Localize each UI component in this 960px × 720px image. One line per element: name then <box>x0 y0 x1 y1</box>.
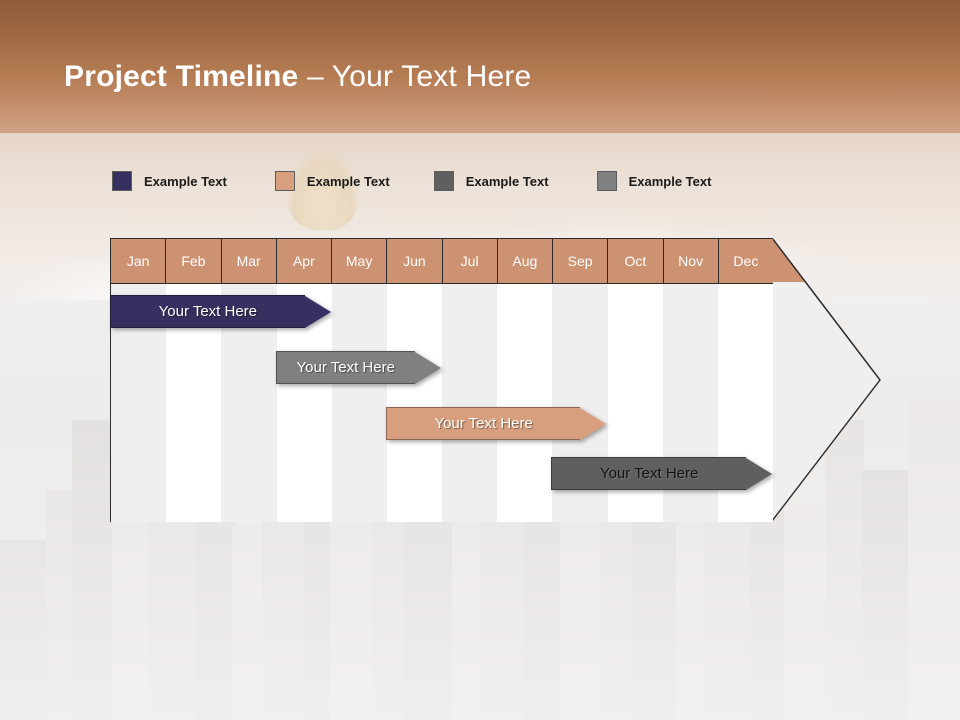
month-header-jun[interactable]: Jun <box>387 239 443 284</box>
task-bar[interactable]: Your Text Here <box>275 351 441 384</box>
month-header-oct[interactable]: Oct <box>608 239 664 284</box>
month-header-sep[interactable]: Sep <box>553 239 609 284</box>
month-column-aug <box>497 284 553 522</box>
task-bar-arrow-tip <box>304 295 331 328</box>
task-bar-label: Your Text Here <box>599 465 699 482</box>
month-header-apr[interactable]: Apr <box>276 239 332 284</box>
page-title: Project Timeline – Your Text Here <box>64 60 531 94</box>
task-bar-arrow-tip <box>580 407 607 440</box>
month-column-jun <box>386 284 443 522</box>
task-bar[interactable]: Your Text Here <box>110 295 331 328</box>
task-bar-body: Your Text Here <box>385 407 581 440</box>
page-title-light: – Your Text Here <box>298 60 532 93</box>
legend: Example Text Example Text Example Text Exam… <box>112 168 711 194</box>
task-bar[interactable]: Your Text Here <box>385 407 607 440</box>
month-header-jul[interactable]: Jul <box>442 239 498 284</box>
task-bar-label: Your Text Here <box>158 303 258 320</box>
legend-label: Example Text <box>144 173 227 189</box>
hard-hat-photo <box>286 150 360 230</box>
task-bar-body: Your Text Here <box>551 457 746 490</box>
legend-swatch <box>596 171 617 191</box>
legend-item: Example Text <box>274 168 390 194</box>
task-bar-body: Your Text Here <box>275 351 415 384</box>
task-bar-arrow-tip <box>415 351 441 384</box>
task-bar-arrow-tip <box>745 457 772 490</box>
month-header-nov[interactable]: Nov <box>663 239 719 284</box>
legend-item: Example Text <box>433 168 549 194</box>
task-bar[interactable]: Your Text Here <box>551 457 772 490</box>
task-bar-body: Your Text Here <box>110 295 305 328</box>
month-header-dec[interactable]: Dec <box>718 239 773 284</box>
month-header-may[interactable]: May <box>332 239 388 284</box>
legend-label: Example Text <box>465 173 549 189</box>
title-band: Project Timeline – Your Text Here <box>0 0 960 133</box>
legend-label: Example Text <box>306 173 390 189</box>
task-bar-label: Your Text Here <box>434 415 533 432</box>
legend-swatch <box>274 171 295 191</box>
legend-swatch <box>433 171 454 191</box>
month-header-jan[interactable]: Jan <box>111 239 167 284</box>
month-header-mar[interactable]: Mar <box>221 239 277 284</box>
legend-item: Example Text <box>596 168 712 194</box>
month-column-jul <box>442 284 498 522</box>
task-bar-label: Your Text Here <box>296 359 395 376</box>
legend-label: Example Text <box>628 173 712 189</box>
month-column-may <box>331 284 387 522</box>
legend-swatch <box>112 171 132 191</box>
month-header-aug[interactable]: Aug <box>497 239 553 284</box>
timeline-arrow-head <box>772 238 881 522</box>
legend-item: Example Text <box>112 168 227 194</box>
page-title-strong: Project Timeline <box>64 60 299 93</box>
month-header-feb[interactable]: Feb <box>166 239 222 284</box>
